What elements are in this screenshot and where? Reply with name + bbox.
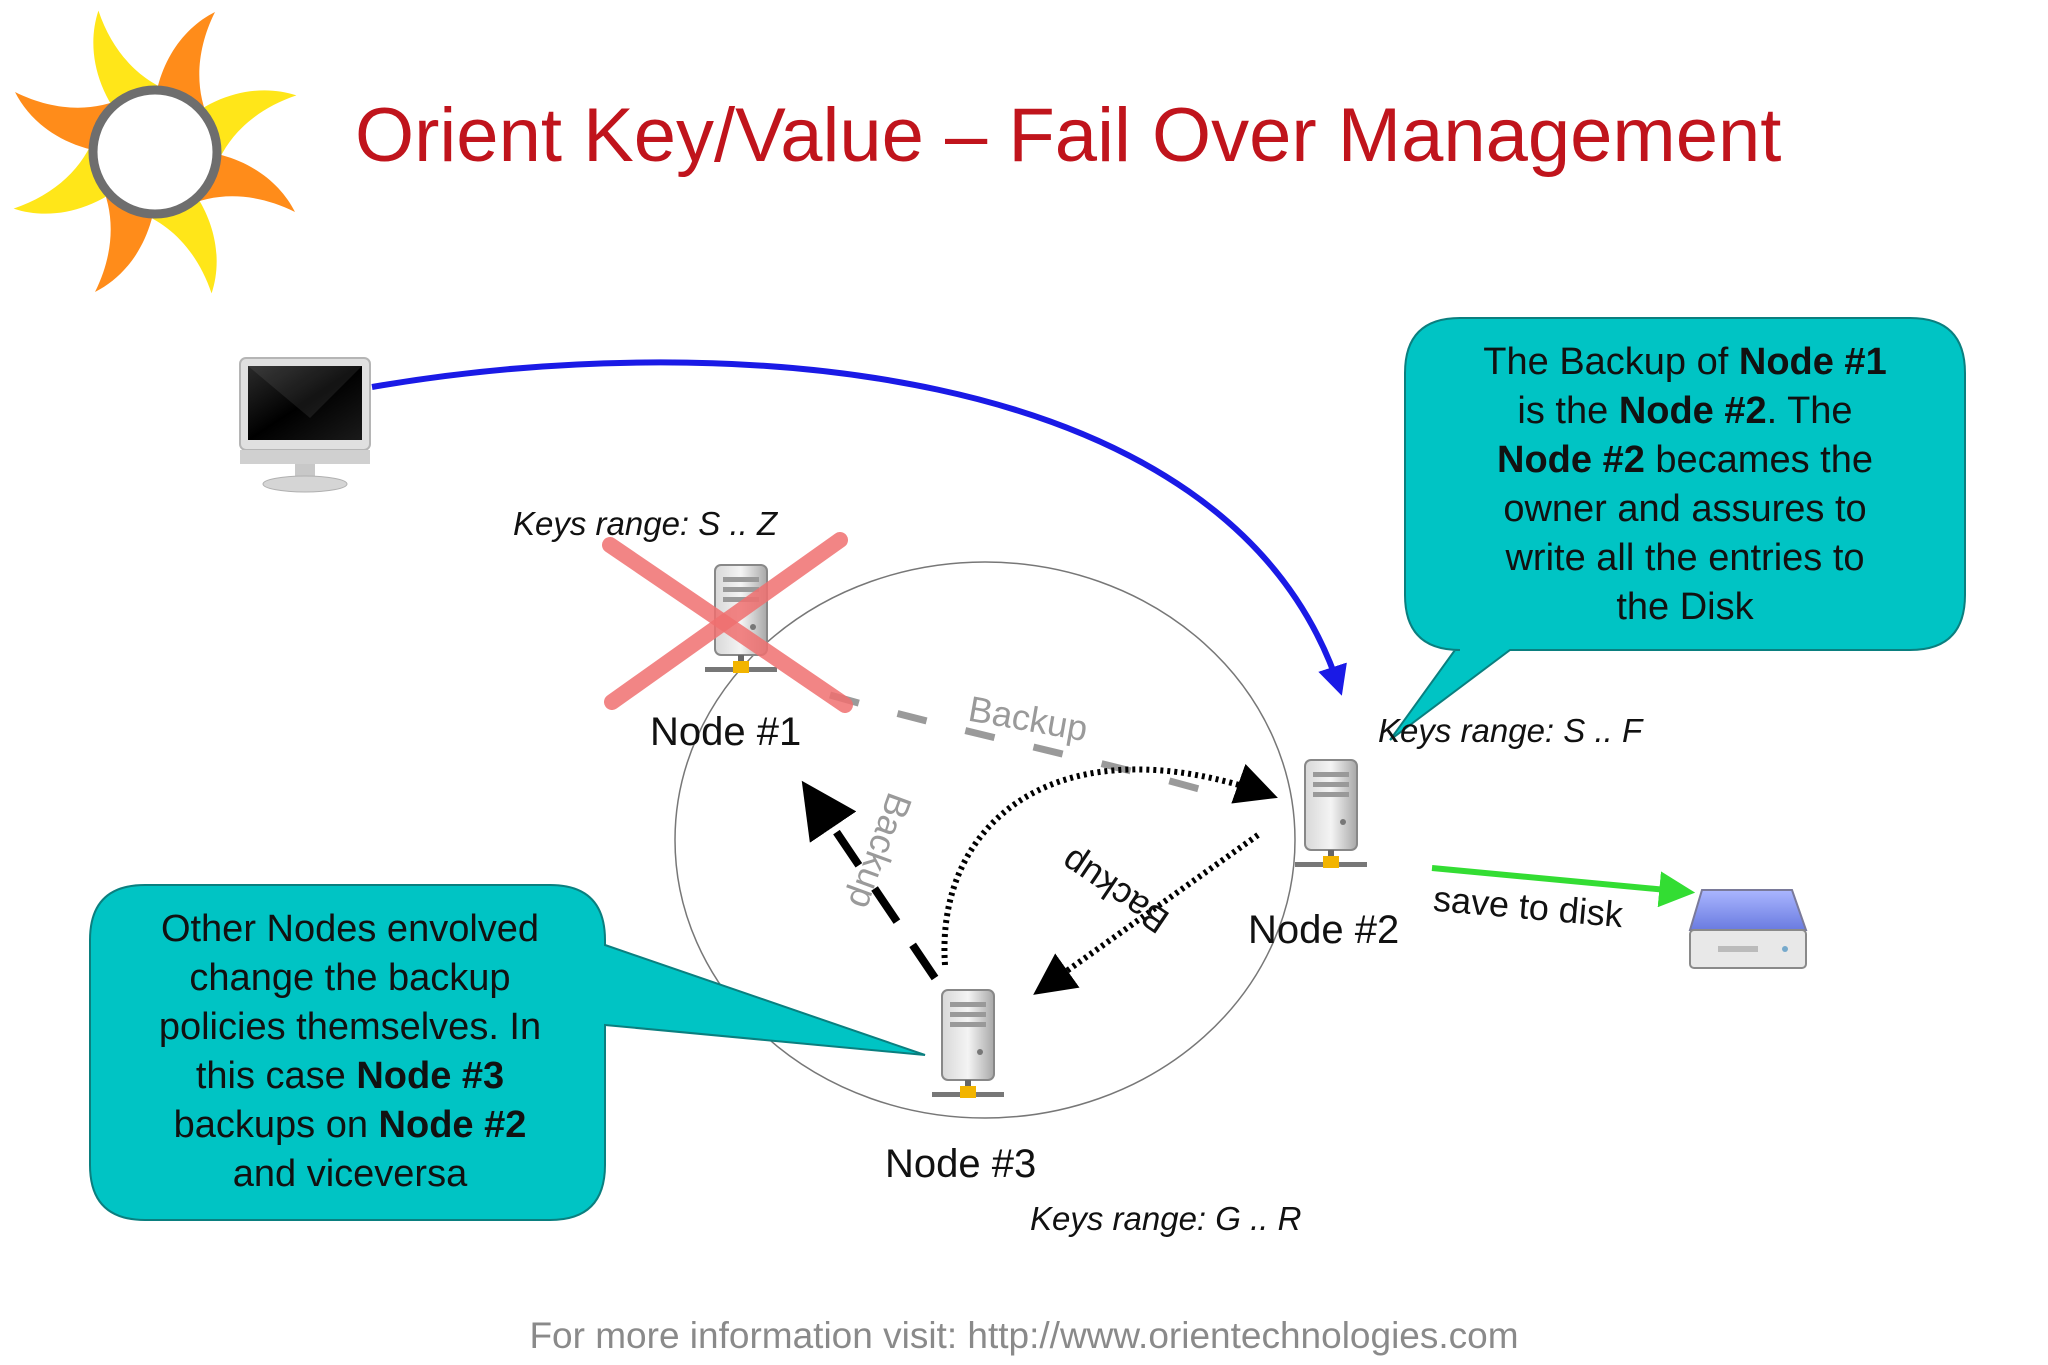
server-icon: [932, 989, 1004, 1098]
callout-top-line5: write all the entries to: [1505, 537, 1865, 579]
disk-drive-icon: [1688, 889, 1808, 969]
callout-top-line6: the Disk: [1616, 586, 1754, 628]
callout-bottom-node3: Node #3: [356, 1055, 505, 1097]
callout-top-line2: is the: [1517, 390, 1619, 432]
callout-top-line4: owner and assures to: [1503, 488, 1867, 530]
callout-bottom-line1: Other Nodes envolved: [160, 908, 540, 950]
callout-top-bubble: [1389, 317, 1966, 741]
backup-arrow-node2-to-node3: [1033, 832, 1260, 995]
callout-bottom-line3: policies themselves. In: [158, 1006, 542, 1048]
client-request-arrow: [371, 359, 1347, 696]
node2-keys-range: Keys range: S .. F: [1378, 712, 1643, 749]
node1-keys-range: Keys range: S .. Z: [513, 505, 778, 542]
callout-bottom-line4: this case: [195, 1055, 357, 1097]
save-to-disk-arrow: [1431, 865, 1696, 908]
backup-arrow-node1-to-node2: [829, 691, 1221, 799]
callout-top-node2: Node #2: [1618, 390, 1767, 432]
node3-keys-range: Keys range: G .. R: [1030, 1200, 1302, 1237]
callout-top-node1: Node #1: [1738, 341, 1887, 383]
node2-label: Node #2: [1248, 908, 1400, 952]
sun-logo-icon: [13, 10, 297, 294]
callout-top-line3: becames the: [1644, 439, 1873, 481]
callout-top-line2-end: . The: [1766, 390, 1853, 432]
page-title: Orient Key/Value – Fail Over Management: [355, 93, 1782, 178]
node1-label: Node #1: [650, 710, 802, 754]
callout-top-line1: The Backup of: [1483, 341, 1739, 383]
failure-cross-icon: [602, 532, 853, 713]
server-icon: [1295, 759, 1367, 868]
callout-bottom-line2: change the backup: [189, 957, 511, 999]
cluster-ring: [674, 561, 1296, 1119]
callout-bottom-text: Other Nodes envolved change the backup p…: [95, 905, 605, 1199]
footer-info: For more information visit: http://www.o…: [529, 1315, 1519, 1356]
callout-bottom-bubble: [89, 884, 926, 1221]
callout-top-node2-owner: Node #2: [1497, 439, 1645, 481]
node3-label: Node #3: [885, 1142, 1037, 1186]
backup-arrow-node3-to-node1: [801, 780, 939, 981]
callout-bottom-line5: backups on: [173, 1104, 379, 1146]
callout-bottom-node2: Node #2: [378, 1104, 527, 1146]
callout-bottom-line6: and viceversa: [232, 1153, 468, 1195]
callout-top-text: The Backup of Node #1 is the Node #2. Th…: [1405, 338, 1965, 632]
monitor-icon: [239, 357, 371, 493]
backup-arrow-node3-to-node2: [941, 763, 1278, 966]
